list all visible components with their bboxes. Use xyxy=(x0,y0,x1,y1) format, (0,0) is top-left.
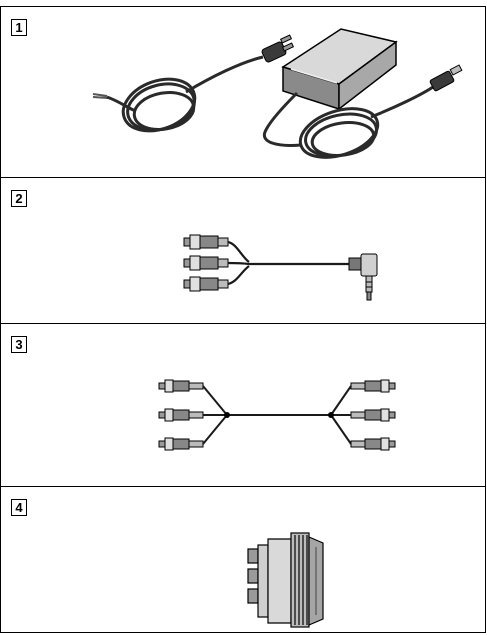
panel-number-1: 1 xyxy=(11,19,27,36)
panel-2: 2 xyxy=(1,177,485,323)
panel-number-4: 4 xyxy=(11,499,27,516)
panel-3: 3 xyxy=(1,323,485,486)
panel-number-2: 2 xyxy=(11,190,27,207)
panel-number-3: 3 xyxy=(11,336,27,353)
scart-adaptor-icon xyxy=(247,532,324,628)
av-cable-3rca-to-minijack-icon xyxy=(183,234,378,301)
accessories-sheet: 1 xyxy=(0,6,486,633)
panel-4: 4 xyxy=(1,486,485,634)
ac-adaptor-icon xyxy=(92,28,463,159)
panel-1: 1 xyxy=(1,7,485,177)
rca-cable-icon xyxy=(158,379,396,451)
